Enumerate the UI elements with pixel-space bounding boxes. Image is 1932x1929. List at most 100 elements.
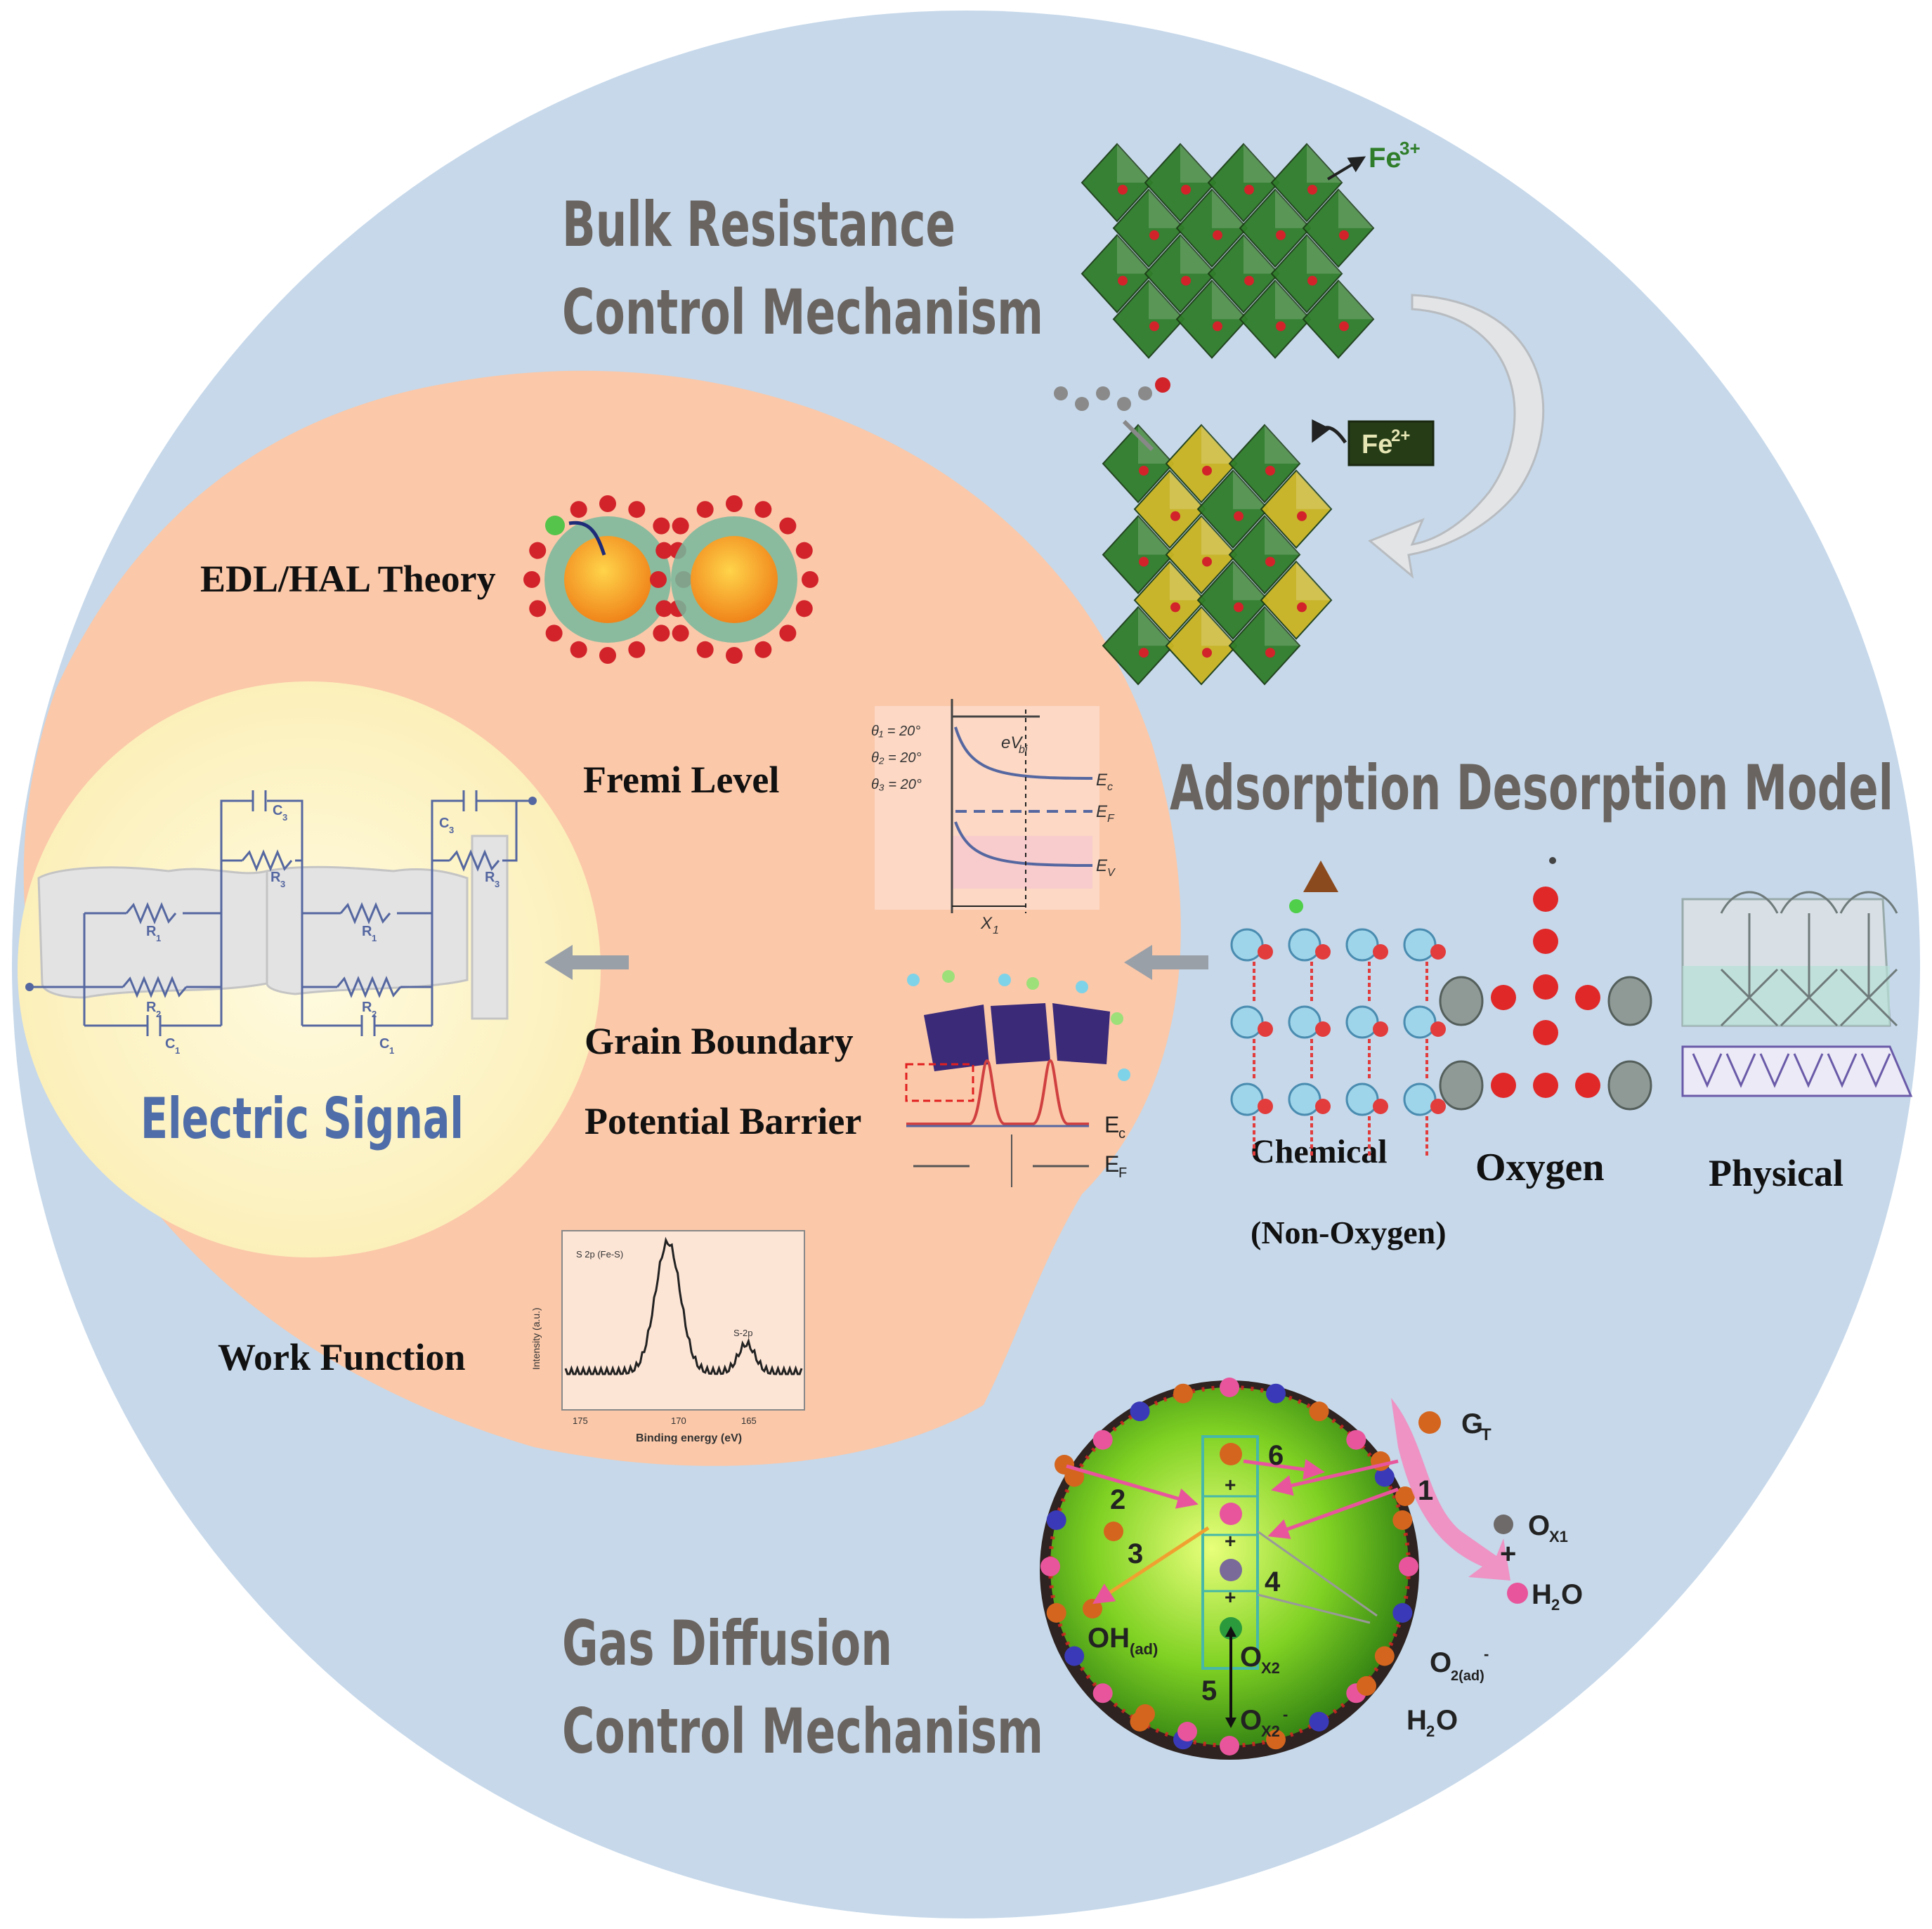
svg-text:F: F [1118, 1165, 1127, 1181]
surface-species [1092, 1430, 1113, 1450]
gas-molecule [1395, 1486, 1415, 1506]
reaction-species [1220, 1503, 1242, 1525]
plus-sign: + [1225, 1474, 1236, 1496]
svg-text:O: O [1561, 1579, 1583, 1610]
fe-atom [1139, 466, 1149, 476]
octahedron [1270, 143, 1343, 223]
svg-text:-: - [1283, 1706, 1288, 1723]
adsorbed-ion [795, 600, 813, 617]
electric-signal-title: Electric Signal [141, 1086, 464, 1151]
fe-atom [1213, 230, 1222, 240]
gas-molecule [1083, 1599, 1102, 1619]
gas-molecule [1104, 1522, 1123, 1541]
svg-text:3: 3 [282, 812, 287, 823]
substrate-pattern [1793, 1053, 1824, 1088]
fe-atom [1149, 230, 1159, 240]
svg-text:2: 2 [156, 1009, 161, 1019]
substrate-pattern [1827, 1053, 1858, 1088]
surface-molecule [1111, 1012, 1123, 1025]
molecule-atom [1075, 397, 1089, 411]
octahedron-facet [1170, 561, 1205, 601]
svg-text:O: O [1240, 1642, 1262, 1673]
plus-label: + [1500, 1538, 1516, 1569]
octahedron-facet [1180, 235, 1215, 274]
svg-text:Fe: Fe [1362, 430, 1392, 459]
octahedron [1144, 234, 1217, 314]
svg-text:R: R [362, 1000, 372, 1015]
substrate [1681, 1045, 1913, 1097]
lattice-atom [1345, 1083, 1379, 1116]
octahedron [1207, 234, 1280, 314]
svg-text:H: H [1406, 1705, 1427, 1736]
octahedron-facet [1138, 516, 1173, 555]
oxygen-atom [1373, 944, 1388, 960]
octahedron [1302, 279, 1375, 359]
crystal-fe2-structure [1102, 424, 1333, 686]
svg-text:E: E [1096, 802, 1108, 821]
svg-text:c: c [1118, 1126, 1125, 1142]
svg-text:3: 3 [280, 879, 285, 889]
fe-atom [1139, 648, 1149, 658]
fe-atom [1202, 466, 1212, 476]
octahedron [1102, 424, 1175, 504]
substrate-pattern [1725, 1053, 1756, 1088]
lattice-atom [1403, 928, 1437, 962]
particle-core [691, 536, 778, 623]
lattice-atom [1230, 1005, 1264, 1039]
surface-species [1046, 1602, 1066, 1623]
adsorption-title: Adsorption Desorption Model [1170, 752, 1893, 824]
octahedron [1196, 469, 1269, 549]
svg-text:θ₂ = 20°: θ₂ = 20° [871, 750, 922, 766]
step-3-label: 3 [1128, 1538, 1143, 1569]
svg-text:C: C [379, 1036, 389, 1052]
adsorbed-ion [529, 542, 547, 559]
octahedron [1112, 188, 1185, 268]
svg-text:θ₁ = 20°: θ₁ = 20° [871, 724, 920, 739]
octahedron-facet [1201, 516, 1236, 555]
adsorbed-ion [628, 501, 646, 518]
octahedron [1239, 188, 1312, 268]
octahedron-facet [1201, 607, 1236, 646]
octahedron [1102, 515, 1175, 595]
surface-molecule [998, 974, 1011, 986]
oxygen-structure [1439, 857, 1652, 1111]
fe2-badge: Fe 2+ [1312, 419, 1435, 466]
svg-text:X: X [980, 914, 993, 933]
svg-text:E: E [1096, 856, 1108, 875]
svg-text:E: E [1104, 1112, 1119, 1137]
octahedron [1165, 515, 1238, 595]
crystal-fe3-structure [1081, 143, 1375, 359]
svg-text:3: 3 [449, 825, 454, 835]
fermi-level-label: Fremi Level [583, 759, 779, 801]
svg-text:C: C [273, 803, 282, 818]
octahedron [1144, 143, 1217, 223]
lattice-atom [1403, 1083, 1437, 1116]
octahedron-facet [1265, 607, 1300, 646]
oxygen-atom [1533, 929, 1558, 954]
gas-title-line2: Control Mechanism [562, 1695, 1043, 1767]
edl-hal-theory-label: EDL/HAL Theory [200, 558, 496, 600]
oxygen-atom [1315, 944, 1331, 960]
svg-text:θ₃ = 20°: θ₃ = 20° [871, 777, 922, 792]
octahedron [1260, 469, 1333, 549]
adsorbed-ion [529, 600, 547, 617]
oxygen-atom [1533, 887, 1558, 912]
fe-atom [1297, 511, 1307, 521]
adsorbate-chain [1720, 891, 1779, 1027]
octahedron [1196, 560, 1269, 640]
svg-text:S 2p (Fe-S): S 2p (Fe-S) [576, 1249, 623, 1260]
svg-text:165: 165 [741, 1415, 757, 1426]
octahedron-facet [1338, 280, 1373, 320]
fe-atom [1339, 230, 1349, 240]
substrate-pattern [1860, 1053, 1891, 1088]
octahedron [1260, 560, 1333, 640]
adsorbed-ion [599, 647, 616, 664]
lattice-atom [1345, 1005, 1379, 1039]
lattice-atom [1288, 1083, 1321, 1116]
edl-particles-diagram [523, 495, 818, 664]
adsorbed-ion [655, 600, 673, 617]
surface-species [1309, 1401, 1329, 1422]
octahedron [1133, 469, 1206, 549]
svg-text:2(ad): 2(ad) [1451, 1668, 1484, 1684]
